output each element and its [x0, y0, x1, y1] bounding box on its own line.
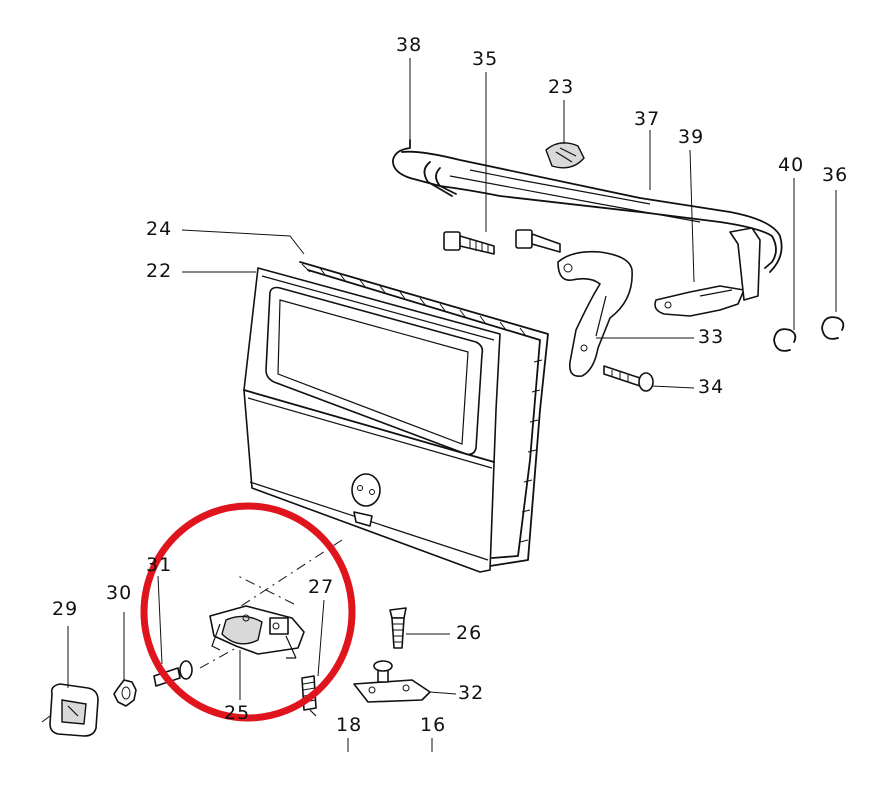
callout-38: 38 [396, 34, 423, 56]
clip-40 [773, 328, 797, 352]
callout-16: 16 [420, 714, 447, 736]
grommet-29 [41, 683, 99, 737]
callout-27: 27 [308, 576, 335, 598]
clip-23 [545, 142, 585, 169]
callout-31: 31 [146, 554, 173, 576]
release-cable-assembly [392, 139, 783, 273]
callout-18: 18 [336, 714, 363, 736]
weatherstrip-24 [299, 261, 549, 567]
bracket-39 [654, 227, 761, 317]
callout-35: 35 [472, 48, 499, 70]
callout-37: 37 [634, 108, 661, 130]
clip-36 [821, 316, 845, 340]
leader-lines [67, 58, 837, 752]
callout-23: 23 [548, 76, 575, 98]
callout-22: 22 [146, 260, 173, 282]
callout-34: 34 [698, 376, 725, 398]
striker-32 [353, 660, 431, 703]
callout-26: 26 [456, 622, 483, 644]
pin-31 [153, 660, 193, 687]
callout-40: 40 [778, 154, 805, 176]
callout-25: 25 [224, 702, 251, 724]
callout-32: 32 [458, 682, 485, 704]
callout-30: 30 [106, 582, 133, 604]
washer-30 [113, 679, 137, 707]
highlight-circle [140, 502, 356, 722]
callout-33: 33 [698, 326, 725, 348]
hinge-33 [557, 250, 633, 378]
callout-39: 39 [678, 126, 705, 148]
callout-36: 36 [822, 164, 849, 186]
latch-assembly-25 [199, 605, 305, 669]
callout-29: 29 [52, 598, 79, 620]
bolt-35 [443, 229, 561, 255]
callout-24: 24 [146, 218, 173, 240]
screw-34 [603, 365, 654, 392]
bolt-26 [389, 607, 407, 649]
tailgate-door-22 [237, 267, 501, 609]
